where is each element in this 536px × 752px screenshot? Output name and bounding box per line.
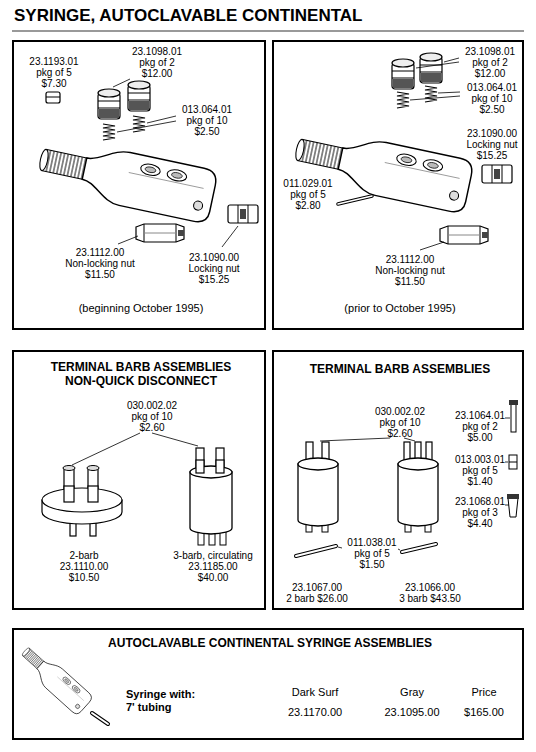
part-callout: 23.1112.00 [76, 247, 125, 258]
panel-caption: (prior to October 1995) [344, 302, 455, 315]
part-callout: 23.1098.01 [132, 46, 182, 57]
part-callout: Locking nut [188, 263, 239, 274]
part-callout: 23.1112.00 [386, 254, 435, 265]
part-callout: Dark Surf [292, 686, 338, 699]
part-callout: 013.064.01 [467, 82, 517, 93]
part-callout: 2-barb [70, 550, 99, 561]
part-callout: 23.1110.00 [60, 561, 109, 572]
part-callout: pkg of 2 [462, 421, 498, 432]
part-callout: $2.60 [139, 422, 164, 433]
part-callout: $10.50 [69, 572, 100, 583]
part-callout: 011.038.01 [347, 537, 396, 548]
part-callout: 3 barb $43.50 [399, 593, 461, 604]
catalog-panel: AUTOCLAVABLE CONTINENTAL SYRINGE ASSEMBL… [12, 628, 524, 740]
part-callout: 3-barb, circulating [173, 550, 252, 561]
part-callout: $2.60 [387, 428, 412, 439]
part-callout: 23.1098.01 [465, 46, 515, 57]
part-callout: pkg of 5 [354, 548, 390, 559]
part-callout: $1.40 [467, 476, 492, 487]
panel-heading: TERMINAL BARB ASSEMBLIES [310, 362, 491, 376]
part-callout: pkg of 5 [290, 189, 326, 200]
part-callout: 030.002.02 [127, 400, 177, 411]
part-callout: 23.1067.00 [292, 582, 342, 593]
part-callout: $11.50 [395, 276, 425, 287]
page-title: SYRINGE, AUTOCLAVABLE CONTINENTAL [14, 6, 363, 26]
part-callout: $11.50 [85, 269, 115, 280]
part-callout: Gray [400, 686, 424, 699]
catalog-panel: 23.1193.01pkg of 5$7.3023.1098.01pkg of … [12, 40, 266, 330]
part-callout: 23.1170.00 [288, 706, 342, 719]
part-callout: 23.1185.00 [188, 561, 237, 572]
part-callout: Syringe with: [126, 688, 195, 701]
catalog-panel: 23.1098.01pkg of 2$12.00013.064.01pkg of… [272, 40, 524, 330]
part-callout: 23.1090.00 [189, 252, 239, 263]
part-callout: $12.00 [142, 68, 173, 79]
part-callout: $12.00 [475, 68, 506, 79]
part-callout: $2.80 [295, 200, 320, 211]
part-callout: Locking nut [466, 139, 517, 150]
part-callout: $165.00 [464, 706, 504, 719]
part-callout: pkg of 10 [186, 115, 227, 126]
part-callout: 013.003.01 [455, 454, 505, 465]
part-callout: Price [471, 686, 496, 699]
part-callout: 23.1095.00 [384, 706, 439, 719]
part-callout: pkg of 2 [139, 57, 175, 68]
part-callout: pkg of 10 [471, 93, 512, 104]
part-callout: $4.40 [467, 518, 492, 529]
part-callout: pkg of 5 [36, 67, 72, 78]
catalog-panel: TERMINAL BARB ASSEMBLIESNON-QUICK DISCON… [12, 350, 266, 610]
part-callout: 23.1090.00 [467, 128, 517, 139]
part-callout: 23.1068.01 [455, 496, 505, 507]
panel-heading: TERMINAL BARB ASSEMBLIES [51, 360, 232, 374]
part-callout: pkg of 5 [462, 465, 498, 476]
part-callout: pkg of 10 [379, 417, 420, 428]
part-callout: $1.50 [359, 559, 384, 570]
catalog-panel: TERMINAL BARB ASSEMBLIES030.002.02pkg of… [272, 350, 524, 610]
part-callout: 030.002.02 [375, 406, 425, 417]
part-callout: $2.50 [479, 104, 504, 115]
part-callout: pkg of 3 [462, 507, 498, 518]
part-callout: 23.1064.01 [455, 410, 505, 421]
part-callout: 23.1193.01 [29, 56, 78, 67]
part-callout: $15.25 [199, 274, 230, 285]
part-callout: 2 barb $26.00 [286, 593, 348, 604]
part-callout: 23.1066.00 [405, 582, 455, 593]
part-callout: pkg of 2 [472, 57, 508, 68]
panel-caption: (beginning October 1995) [79, 302, 204, 315]
panel-heading: NON-QUICK DISCONNECT [65, 374, 217, 388]
part-callout: $2.50 [194, 126, 219, 137]
part-callout: $7.30 [41, 78, 66, 89]
part-callout: Non-locking nut [375, 265, 444, 276]
panel-heading: AUTOCLAVABLE CONTINENTAL SYRINGE ASSEMBL… [108, 636, 432, 650]
part-callout: 7' tubing [126, 701, 171, 714]
part-callout: $40.00 [198, 572, 229, 583]
part-callout: $5.00 [467, 432, 492, 443]
part-callout: pkg of 10 [131, 411, 172, 422]
part-callout: Non-locking nut [65, 258, 134, 269]
part-callout: $15.25 [477, 150, 508, 161]
part-callout: 013.064.01 [182, 104, 232, 115]
part-callout: 011.029.01 [283, 178, 332, 189]
